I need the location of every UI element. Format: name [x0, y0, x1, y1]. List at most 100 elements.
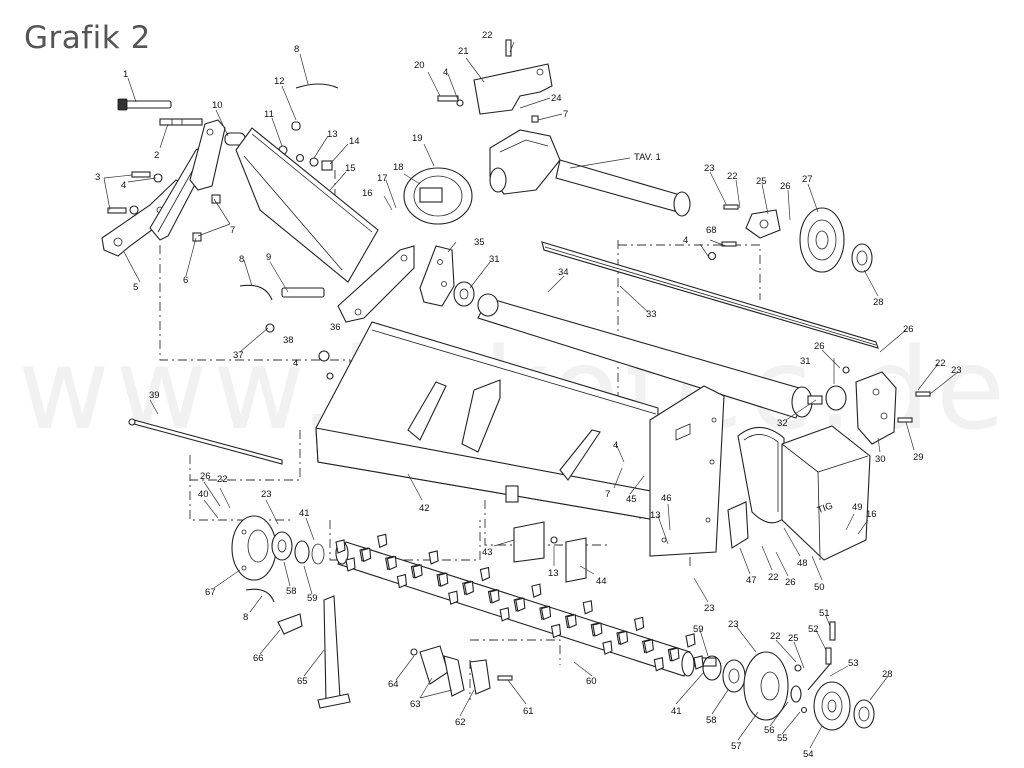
bolts-20-24 [437, 39, 539, 123]
blades-63-64 [410, 645, 513, 697]
part-label-22e: 22 [217, 474, 228, 485]
part-label-61: 61 [523, 706, 534, 717]
part-label-47: 47 [746, 575, 757, 586]
rotor-blade [396, 573, 407, 589]
part-label-9: 9 [266, 252, 271, 263]
bearing-58b [722, 659, 746, 693]
bearing-58 [271, 531, 293, 561]
part-label-60: 60 [586, 676, 597, 687]
part-label-30: 30 [875, 454, 886, 465]
part-label-8a: 8 [294, 44, 299, 55]
tensioner-51-53 [794, 621, 836, 691]
part-label-5: 5 [133, 282, 138, 293]
rotor-blade [550, 623, 562, 639]
part-label-41b: 41 [671, 706, 682, 717]
side-arm-15 [235, 127, 379, 283]
part-label-14: 14 [349, 136, 360, 147]
part-label-4a: 4 [121, 180, 126, 191]
pin-66 [277, 613, 303, 635]
part-label-37: 37 [233, 350, 244, 361]
rotor-blade [602, 640, 613, 655]
rotor-blade [693, 655, 704, 670]
bolt-1 [117, 98, 172, 111]
spacers-55-56 [790, 685, 808, 714]
hub-28b [853, 699, 875, 729]
rotor-blade [499, 607, 510, 622]
part-label-10: 10 [212, 100, 223, 111]
part-label-18: 18 [393, 162, 404, 173]
bolts-3 [107, 171, 163, 215]
rotor-blade [617, 630, 629, 646]
rotor-blade [479, 566, 491, 582]
part-label-46: 46 [661, 493, 672, 504]
belt-cover-50: TIG [781, 425, 871, 561]
rotor-blade [428, 550, 439, 565]
rotor-blade [566, 614, 577, 629]
part-label-19: 19 [412, 133, 423, 144]
part-label-17: 17 [377, 173, 388, 184]
pulley-54 [813, 681, 851, 731]
part-label-36: 36 [330, 322, 341, 333]
rotor-blade [633, 616, 645, 632]
part-label-58a: 58 [286, 586, 297, 597]
part-label-23d: 23 [261, 489, 272, 500]
part-label-62: 62 [455, 717, 466, 728]
part-label-15: 15 [345, 163, 356, 174]
rotor-blade [669, 647, 680, 662]
part-label-27: 27 [802, 174, 813, 185]
rotor-blade [463, 580, 475, 596]
pin-2 [159, 118, 203, 126]
part-label-23e: 23 [728, 619, 739, 630]
rotor-blade [685, 633, 696, 648]
part-label-13c: 13 [548, 568, 559, 579]
part-label-59b: 59 [693, 624, 704, 635]
part-label-45: 45 [626, 494, 637, 505]
part-label-22d: 22 [768, 572, 779, 583]
leader-lines [103, 41, 959, 749]
rotor-blade [438, 572, 449, 588]
pulley-27 [799, 207, 845, 273]
part-label-20: 20 [414, 60, 425, 71]
rotor-blade [335, 539, 346, 554]
part-label-23c: 23 [704, 603, 715, 614]
grease-hose-8 [239, 83, 339, 603]
mount-plate-36 [337, 245, 415, 323]
part-label-4e: 4 [293, 358, 298, 369]
part-label-22f: 22 [770, 631, 781, 642]
part-label-28b: 28 [882, 669, 893, 680]
shield-brand: TIG [816, 500, 835, 516]
rotor-blade [345, 557, 356, 572]
part-label-3: 3 [95, 172, 100, 183]
part-label-7a: 7 [230, 225, 235, 236]
part-label-16a: 16 [362, 188, 373, 199]
part-label-63: 63 [410, 699, 421, 710]
pulley-19 [403, 167, 473, 225]
scraper-bar-33 [541, 241, 879, 349]
part-label-57: 57 [731, 741, 742, 752]
rotor-blade [540, 605, 552, 621]
rear-roller-34 [477, 293, 823, 419]
part-label-44: 44 [596, 576, 607, 587]
circlip-41b [702, 655, 722, 681]
part-label-6: 6 [183, 275, 188, 286]
washers-11-14 [278, 121, 333, 171]
part-label-53: 53 [848, 658, 859, 669]
part-label-39: 39 [149, 390, 160, 401]
rotor-blade [515, 597, 526, 612]
part-label-42: 42 [419, 503, 430, 514]
skids-43-44 [513, 521, 587, 583]
part-label-67: 67 [205, 587, 216, 598]
part-label-31b: 31 [800, 356, 811, 367]
part-label-8c: 8 [243, 612, 248, 623]
part-label-34: 34 [558, 267, 569, 278]
part-label-64: 64 [388, 679, 399, 690]
part-label-28a: 28 [873, 297, 884, 308]
part-label-24: 24 [551, 93, 562, 104]
part-label-25b: 25 [788, 633, 799, 644]
part-label-31a: 31 [489, 254, 500, 265]
part-label-8b: 8 [239, 254, 244, 265]
part-label-33: 33 [646, 309, 657, 320]
part-label-32: 32 [777, 418, 788, 429]
end-flange-67 [231, 515, 277, 581]
